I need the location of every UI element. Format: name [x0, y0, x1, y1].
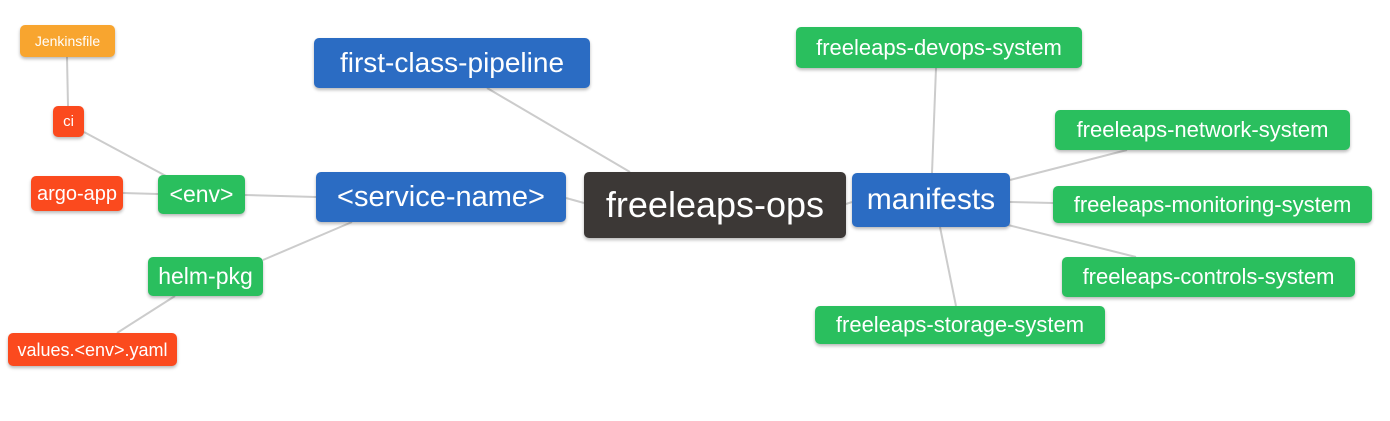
edge-helm-pkg-values-env-yaml — [116, 295, 176, 334]
edge-jenkinsfile-ci — [66, 56, 69, 107]
mindmap-node-service-name[interactable]: <service-name> — [316, 172, 566, 222]
mindmap-node-devops-system[interactable]: freeleaps-devops-system — [796, 27, 1082, 68]
edge-manifests-network-system — [1009, 149, 1128, 181]
edge-service-name-helm-pkg — [262, 221, 353, 261]
mindmap-node-monitoring-system[interactable]: freeleaps-monitoring-system — [1053, 186, 1372, 223]
mindmap-node-manifests[interactable]: manifests — [852, 173, 1010, 227]
mindmap-node-jenkinsfile[interactable]: Jenkinsfile — [20, 25, 115, 57]
mindmap-node-first-class-pipeline[interactable]: first-class-pipeline — [314, 38, 590, 88]
mindmap-node-values-env-yaml[interactable]: values.<env>.yaml — [8, 333, 177, 366]
edge-manifests-storage-system — [939, 226, 957, 307]
mindmap-node-freeleaps-ops[interactable]: freeleaps-ops — [584, 172, 846, 238]
mindmap-node-argo-app[interactable]: argo-app — [31, 176, 123, 211]
mindmap-node-helm-pkg[interactable]: helm-pkg — [148, 257, 263, 296]
edge-env-service-name — [244, 194, 317, 198]
edge-service-name-freeleaps-ops — [565, 197, 585, 204]
edge-first-class-pipeline-freeleaps-ops — [486, 87, 631, 173]
edge-manifests-monitoring-system — [1009, 201, 1054, 204]
edge-manifests-devops-system — [931, 67, 937, 174]
edge-freeleaps-ops-manifests — [845, 201, 853, 205]
edge-argo-app-env — [122, 192, 159, 195]
mindmap-node-network-system[interactable]: freeleaps-network-system — [1055, 110, 1350, 150]
edge-manifests-controls-system — [1007, 224, 1137, 258]
mindmap-node-controls-system[interactable]: freeleaps-controls-system — [1062, 257, 1355, 297]
mindmap-node-ci[interactable]: ci — [53, 106, 84, 137]
mindmap-node-storage-system[interactable]: freeleaps-storage-system — [815, 306, 1105, 344]
edge-ci-env — [83, 131, 167, 177]
mindmap-node-env[interactable]: <env> — [158, 175, 245, 214]
